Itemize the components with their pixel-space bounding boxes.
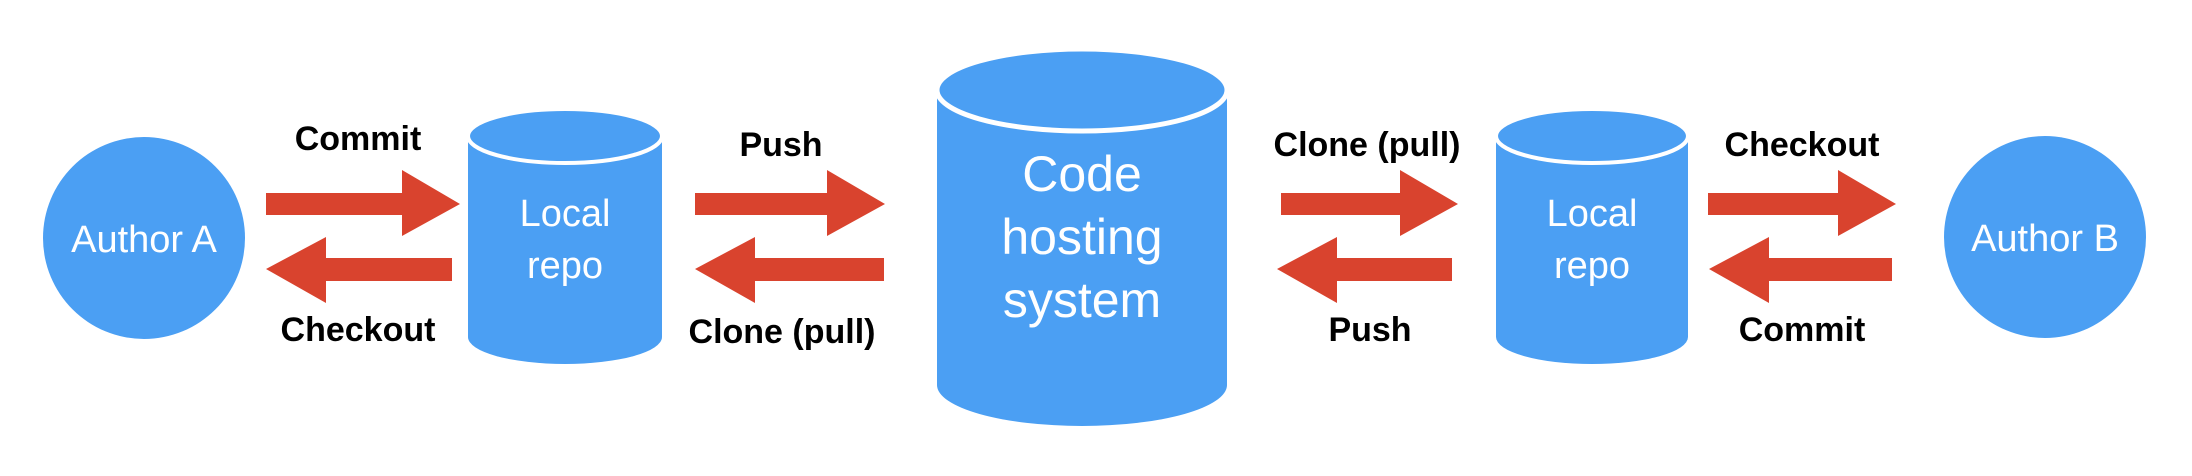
author-a-label: Author A xyxy=(71,219,217,261)
author-a-circle xyxy=(43,137,245,339)
local-repo-b-top xyxy=(1494,107,1690,165)
local-repo-b-node: Local repo xyxy=(1494,107,1690,364)
local-repo-b-body xyxy=(1496,136,1688,364)
clone-label-b: Clone (pull) xyxy=(1274,126,1461,164)
clone-arrow-a xyxy=(695,237,884,303)
local-repo-b-label-line1: Local xyxy=(1547,193,1638,235)
checkout-label-b: Checkout xyxy=(1725,126,1880,164)
checkout-arrow-a xyxy=(266,237,452,303)
code-hosting-system-node: Code hosting system xyxy=(934,46,1230,426)
code-hosting-label-line3: system xyxy=(1003,272,1161,328)
push-arrow-a xyxy=(695,170,885,236)
push-arrow-b xyxy=(1277,237,1452,303)
author-b-circle xyxy=(1944,136,2146,338)
checkout-arrow-b xyxy=(1708,170,1896,236)
commit-label-a: Commit xyxy=(295,120,422,158)
code-hosting-top xyxy=(934,46,1230,134)
local-repo-b-label-line2: repo xyxy=(1554,245,1630,287)
local-repo-a-top xyxy=(466,107,664,165)
commit-arrow-a xyxy=(266,170,460,236)
clone-arrow-b xyxy=(1281,170,1458,236)
clone-label-a: Clone (pull) xyxy=(689,313,876,351)
commit-label-b: Commit xyxy=(1739,311,1866,349)
local-repo-a-body xyxy=(468,136,662,364)
local-repo-a-label-line2: repo xyxy=(527,245,603,287)
author-b-node: Author B xyxy=(1944,136,2146,338)
code-hosting-label-line2: hosting xyxy=(1001,209,1162,265)
checkout-label-a: Checkout xyxy=(281,311,436,349)
local-repo-a-label-line1: Local xyxy=(520,193,611,235)
author-a-node: Author A xyxy=(43,137,245,339)
code-hosting-label-line1: Code xyxy=(1022,146,1142,202)
author-b-label: Author B xyxy=(1971,218,2119,260)
commit-arrow-b xyxy=(1709,237,1892,303)
push-label-b: Push xyxy=(1328,311,1411,349)
local-repo-a-node: Local repo xyxy=(466,107,664,364)
push-label-a: Push xyxy=(739,126,822,164)
code-hosting-body xyxy=(937,90,1227,426)
